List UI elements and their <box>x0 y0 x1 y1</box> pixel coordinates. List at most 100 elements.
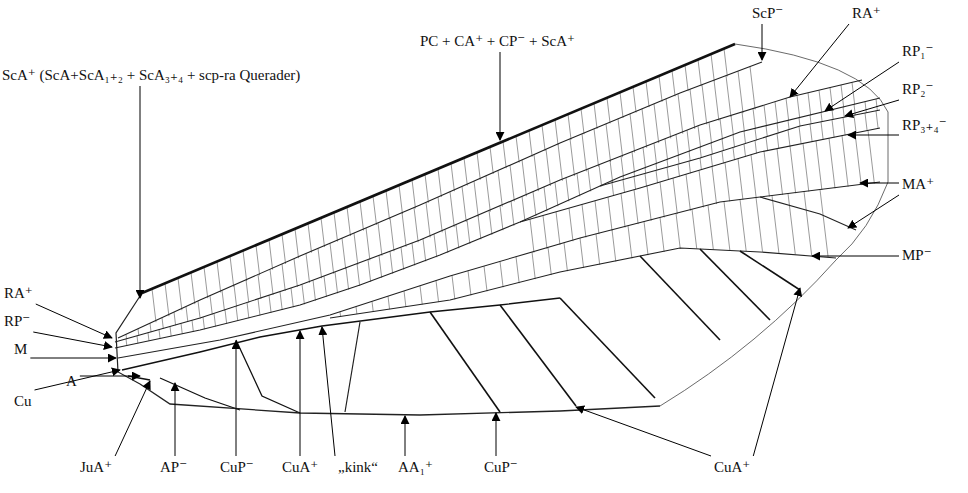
cross-vein <box>423 239 426 262</box>
cross-vein <box>452 275 455 299</box>
vein-label: MA⁺ <box>902 175 934 193</box>
cross-vein <box>388 296 390 309</box>
cross-vein <box>810 124 812 142</box>
cross-vein <box>340 312 342 317</box>
leader-arrow <box>405 416 406 456</box>
cross-vein <box>744 131 746 144</box>
cross-vein <box>346 268 349 290</box>
cross-vein <box>366 228 370 260</box>
cross-vein <box>733 135 735 148</box>
cross-vein <box>192 320 193 331</box>
cross-vein <box>843 117 845 135</box>
leader-arrow <box>848 195 899 228</box>
cross-vein <box>313 280 315 301</box>
cross-vein <box>555 120 558 146</box>
cross-vein <box>386 191 389 220</box>
cross-vein <box>295 229 299 258</box>
cross-vein <box>529 130 532 156</box>
cross-vein <box>510 165 514 201</box>
vein-label: RP₃₊₄⁻ <box>902 116 947 134</box>
vein-branch <box>500 305 576 406</box>
cross-vein <box>660 182 664 217</box>
cross-vein <box>797 95 800 118</box>
cross-vein <box>434 234 437 257</box>
cross-vein <box>766 126 767 137</box>
cross-vein <box>577 173 580 196</box>
cross-vein <box>203 317 204 329</box>
cross-vein <box>803 143 809 191</box>
cross-vein <box>522 160 526 196</box>
vein-branch <box>345 322 360 412</box>
vein-branch <box>700 249 770 320</box>
cross-vein <box>612 183 614 196</box>
cross-vein <box>204 267 208 298</box>
cross-vein <box>399 185 402 214</box>
cross-vein <box>412 243 415 266</box>
cross-vein <box>162 318 163 329</box>
cross-vein <box>843 107 844 117</box>
cross-vein <box>829 138 835 188</box>
leader-arrow <box>140 86 141 298</box>
cross-vein <box>217 262 221 293</box>
cross-vein <box>755 128 756 140</box>
cross-vein <box>588 169 591 191</box>
cross-vein <box>451 163 454 191</box>
cross-vein <box>700 158 701 170</box>
cross-vein <box>356 307 358 315</box>
cross-vein <box>865 113 867 131</box>
cross-vein <box>740 200 746 252</box>
cross-vein <box>855 133 861 185</box>
cross-vein <box>594 129 599 167</box>
cross-vein <box>738 159 743 200</box>
cubitus-posterior-vein <box>236 340 300 413</box>
cross-vein <box>532 252 535 279</box>
cross-vein <box>645 168 647 174</box>
cross-vein <box>750 67 755 110</box>
cross-vein <box>804 192 812 256</box>
cross-vein <box>596 234 600 265</box>
wing-margin <box>660 44 888 406</box>
cross-vein <box>654 104 659 143</box>
cross-vein <box>198 301 200 319</box>
cross-vein <box>342 238 346 269</box>
cross-vein <box>456 225 459 249</box>
cross-vein <box>821 122 823 140</box>
leader-arrow <box>762 24 763 60</box>
cross-vein <box>462 186 466 222</box>
cross-vein <box>324 276 327 297</box>
cross-vein <box>656 164 658 171</box>
cross-vein <box>511 201 514 226</box>
cross-vein <box>820 190 828 257</box>
cross-vein <box>643 147 646 168</box>
cross-veins <box>126 49 878 346</box>
cross-vein <box>159 330 160 339</box>
cross-vein <box>126 339 128 346</box>
cross-vein <box>876 99 877 111</box>
cross-vein <box>738 71 743 113</box>
cross-vein <box>667 159 669 167</box>
cross-vein <box>555 182 558 206</box>
leader-arrow <box>300 331 301 456</box>
cross-vein <box>709 122 712 143</box>
vein-label: RA⁺ <box>4 284 33 302</box>
cross-vein <box>582 134 587 172</box>
cross-vein <box>724 49 727 77</box>
leader-arrow <box>500 52 501 140</box>
cross-vein <box>534 155 538 192</box>
cross-vein <box>425 174 428 203</box>
cross-vein <box>530 219 534 252</box>
cross-vein <box>269 240 273 270</box>
cross-vein <box>450 192 454 227</box>
cross-vein <box>621 156 623 177</box>
cross-vein <box>230 256 234 287</box>
cross-vein <box>582 204 586 237</box>
leader-arrow <box>848 135 899 136</box>
cross-vein <box>620 92 623 118</box>
cross-vein <box>678 155 679 164</box>
cross-vein <box>777 133 779 148</box>
cross-vein <box>644 222 648 256</box>
cross-vein <box>243 251 247 281</box>
cross-vein <box>633 87 636 113</box>
cross-vein <box>634 176 636 189</box>
